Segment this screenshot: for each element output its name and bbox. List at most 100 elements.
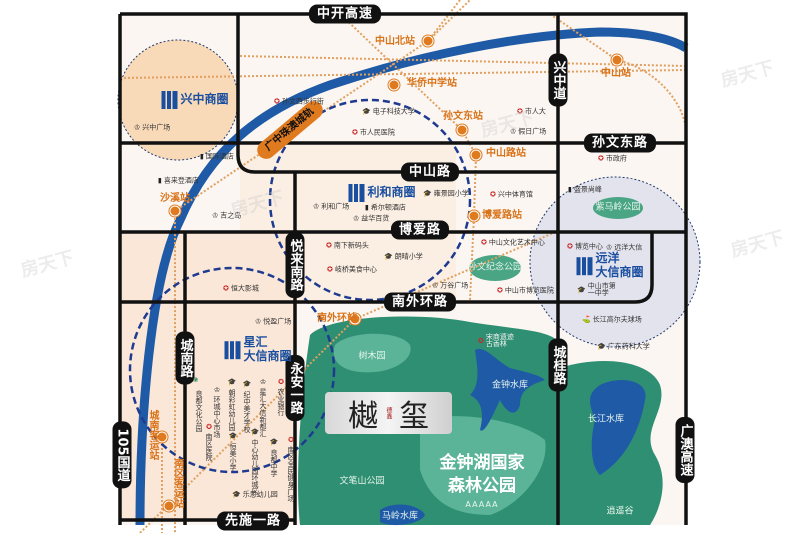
business-district[interactable]: 星汇大信商圈 bbox=[224, 335, 292, 364]
station-label[interactable]: 中山北站 bbox=[375, 36, 415, 47]
road-label[interactable]: 城南路 bbox=[175, 331, 195, 385]
poi-label[interactable]: ✪农业银行 bbox=[277, 378, 285, 416]
road-label[interactable]: 城桂路 bbox=[548, 338, 568, 392]
shop-icon: ♔ bbox=[432, 281, 439, 290]
poi-label[interactable]: ✪南区医院 bbox=[205, 423, 213, 461]
poi-label[interactable]: ✪中山文化艺术中心 bbox=[481, 239, 545, 247]
station-label[interactable]: 南外环站 bbox=[317, 313, 357, 324]
poi-label[interactable]: 🎓良都中学 bbox=[270, 438, 278, 477]
road-label[interactable]: 孙文东路 bbox=[583, 133, 657, 153]
poi-label[interactable]: ♔悦盈广场 bbox=[255, 318, 291, 326]
park-label[interactable]: 孙文纪念公园 bbox=[467, 262, 523, 273]
poi-label[interactable]: ♔利和广场 bbox=[313, 203, 349, 211]
road-label[interactable]: 中山路 bbox=[400, 162, 460, 182]
poi-label[interactable]: 🎓恒美小学 bbox=[229, 432, 237, 471]
poi-label[interactable]: ✪博览中心 bbox=[567, 243, 603, 251]
poi-label[interactable]: ✪市人民医院 bbox=[352, 129, 395, 137]
business-district[interactable]: 远洋大信商圈 bbox=[576, 251, 644, 280]
poi-label[interactable]: 🎓中心幼儿园环城区 bbox=[251, 428, 259, 495]
road-label[interactable]: 广澳高速 bbox=[675, 417, 695, 483]
station-label[interactable]: 孙文东站 bbox=[443, 111, 483, 122]
poi-label[interactable]: ♔吉之岛 bbox=[212, 211, 242, 220]
station-label[interactable]: 南区客运站 bbox=[172, 458, 183, 508]
poi-label[interactable]: 🎓朗晴小学 bbox=[384, 253, 423, 261]
poi-label[interactable]: ♔星汇大信新都汇 bbox=[259, 378, 267, 437]
train-station-icon[interactable] bbox=[169, 205, 181, 217]
shop-icon: ♔ bbox=[134, 123, 141, 132]
train-station-icon[interactable] bbox=[349, 313, 361, 325]
train-station-icon[interactable] bbox=[468, 210, 480, 222]
poi-label[interactable]: 🎓雍景园小学 bbox=[423, 190, 469, 198]
park-label[interactable]: 长江水库 bbox=[587, 414, 625, 425]
poi-label[interactable]: ✪市人大 bbox=[517, 108, 546, 116]
poi-label[interactable]: ♔环城中心市场 bbox=[213, 386, 221, 438]
road-label[interactable]: 兴中道 bbox=[548, 53, 568, 107]
poi-name: 星汇大信新都汇 bbox=[259, 388, 267, 437]
train-station-icon[interactable] bbox=[422, 35, 434, 47]
train-station-icon[interactable] bbox=[388, 79, 400, 91]
road-label[interactable]: 悦来南路 bbox=[285, 232, 305, 298]
star-icon: ✪ bbox=[274, 97, 280, 106]
forest-park-name[interactable]: 金钟湖国家 bbox=[439, 452, 525, 473]
park-label[interactable]: 金钟水库 bbox=[491, 380, 529, 391]
road-label[interactable]: 105国道 bbox=[112, 421, 132, 489]
poi-label[interactable]: 🎓朝彩虹幼儿园 bbox=[228, 378, 236, 431]
poi-label[interactable]: 🎓中山市第一中学 bbox=[577, 283, 618, 297]
poi-label[interactable]: ✪南区全民健身广场 bbox=[287, 436, 295, 502]
poi-label[interactable]: ▮喜来登酒店 bbox=[158, 177, 199, 185]
poi-label[interactable]: ✪孙文西步行街 bbox=[274, 97, 324, 106]
poi-label[interactable]: ♔远洋大信 bbox=[606, 243, 642, 252]
poi-name: 农业银行 bbox=[277, 388, 285, 416]
poi-label[interactable]: ♔兴中广场 bbox=[134, 123, 170, 132]
road-label[interactable]: 博爱路 bbox=[390, 220, 450, 240]
edu-icon: 🎓 bbox=[229, 432, 237, 441]
road-label[interactable]: 南外环路 bbox=[383, 292, 457, 312]
park-label[interactable]: 树木园 bbox=[358, 351, 386, 362]
poi-label[interactable]: ♔假日广场 bbox=[510, 128, 546, 136]
business-district[interactable]: 兴中商圈 bbox=[161, 91, 229, 109]
station-label[interactable]: 华侨中学站 bbox=[407, 78, 457, 89]
park-label[interactable]: 逍遥谷 bbox=[606, 506, 634, 517]
station-label[interactable]: 中山路站 bbox=[486, 148, 526, 159]
forest-park-name-line2[interactable]: 森林公园 bbox=[448, 475, 516, 496]
station-label[interactable]: 博爱路站 bbox=[482, 210, 522, 221]
poi-label[interactable]: ⛳长江高尔夫球场 bbox=[582, 316, 642, 324]
poi-label[interactable]: ▮盛景尚峰 bbox=[568, 186, 602, 194]
project-logo[interactable]: 樾 德鑫 玺 bbox=[325, 392, 452, 434]
shop-icon: ♔ bbox=[606, 243, 613, 252]
park-label[interactable]: 马岭水库 bbox=[381, 511, 419, 522]
poi-label[interactable]: ❀良都文化公园 bbox=[192, 376, 204, 432]
maling-reservoir bbox=[380, 504, 425, 526]
poi-label[interactable]: ✪中山市博览医院 bbox=[497, 287, 554, 295]
poi-label[interactable]: ✪宋商遗迹古香林 bbox=[478, 334, 516, 348]
station-label[interactable]: 沙溪站 bbox=[160, 193, 190, 204]
poi-label[interactable]: ▮希尔顿酒店 bbox=[365, 204, 406, 212]
poi-label[interactable]: 🎓纪中美才学校 bbox=[243, 380, 251, 433]
business-district[interactable]: 利和商圈 bbox=[348, 184, 416, 202]
road-label[interactable]: 永安一路 bbox=[285, 355, 305, 421]
poi-label[interactable]: ✪恒大影城 bbox=[223, 285, 259, 293]
park-label[interactable]: 紫马岭公园 bbox=[595, 202, 641, 213]
road-label[interactable]: 中开高速 bbox=[308, 4, 382, 24]
poi-label[interactable]: ✪南下新码头 bbox=[326, 242, 369, 250]
poi-label[interactable]: ♔万谷广场 bbox=[432, 281, 468, 290]
poi-label[interactable]: 🎓广东药科大学 bbox=[597, 343, 650, 351]
train-station-icon[interactable] bbox=[470, 149, 482, 161]
station-label[interactable]: 城南客运站 bbox=[147, 410, 158, 460]
poi-label[interactable]: ✪市政府 bbox=[598, 155, 627, 163]
train-station-icon[interactable] bbox=[163, 500, 175, 512]
train-station-icon[interactable] bbox=[156, 431, 168, 443]
poi-label[interactable]: ✪岐桥美食中心 bbox=[327, 266, 377, 274]
poi-label[interactable]: ▮国际酒店 bbox=[200, 153, 234, 161]
road-label[interactable]: 先施一路 bbox=[216, 511, 290, 531]
poi-label[interactable]: ♔益华百货 bbox=[353, 215, 389, 223]
poi-label[interactable]: 🎓电子科技大学 bbox=[362, 108, 415, 116]
train-station-icon[interactable] bbox=[456, 124, 468, 136]
train-station-icon[interactable] bbox=[611, 54, 623, 66]
station-label[interactable]: 中山站 bbox=[601, 68, 631, 79]
zimaling-park-area bbox=[593, 197, 643, 219]
poi-label[interactable]: ✪兴中体育馆 bbox=[490, 191, 533, 199]
poi-label[interactable]: 🎓乐思幼儿园 bbox=[232, 491, 278, 499]
poi-name: 吉之岛 bbox=[220, 211, 242, 220]
park-label[interactable]: 文笔山公园 bbox=[339, 476, 385, 487]
